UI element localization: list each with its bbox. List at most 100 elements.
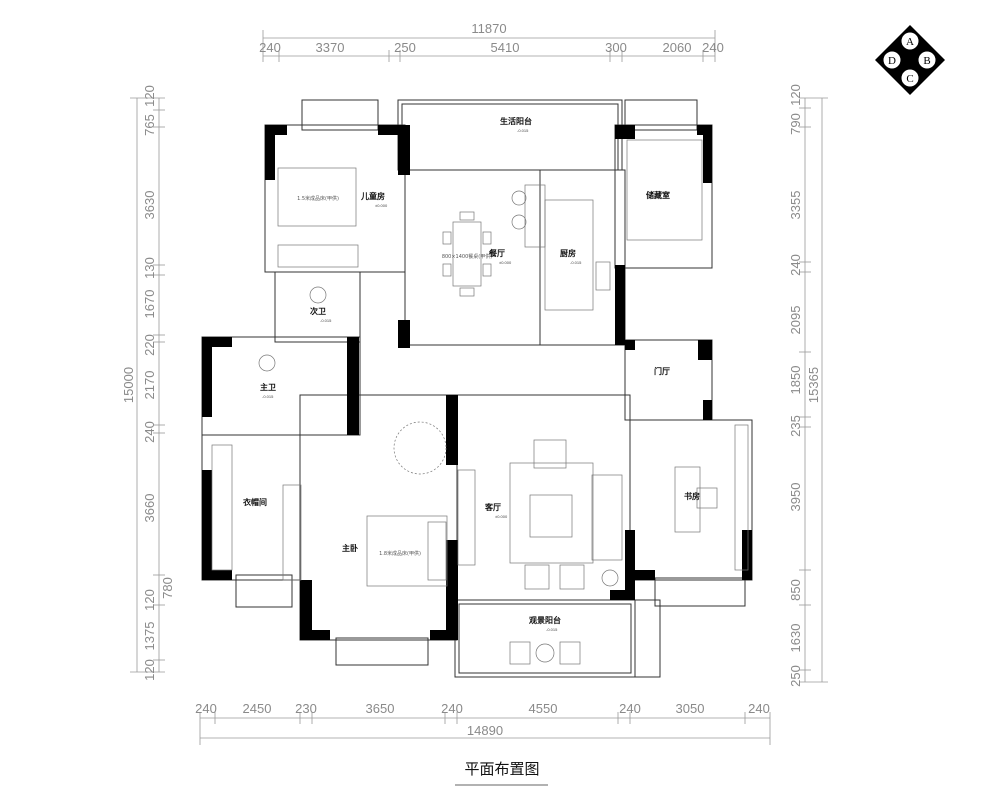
dim-bottom: 240	[619, 701, 641, 716]
dim-right-total: 15365	[806, 367, 821, 403]
dim-bottom: 240	[195, 701, 217, 716]
room-label-living-room: 客厅	[484, 502, 501, 512]
dim-right: 235	[788, 415, 803, 437]
elevation-label: ±0.000	[495, 514, 508, 519]
bottom-dimensions: 240 2450 230 3650 240 4550 240 3050 240 …	[195, 701, 771, 745]
dim-bottom: 3050	[676, 701, 705, 716]
structural-walls	[202, 125, 752, 640]
drawing-title: 平面布置图	[464, 760, 539, 778]
dim-right: 1850	[788, 366, 803, 395]
room-label-storage: 储藏室	[645, 190, 670, 200]
dim-bottom: 2450	[243, 701, 272, 716]
closet-cabinet	[211, 444, 233, 571]
dim-right: 240	[788, 254, 803, 276]
dim-left: 220	[142, 334, 157, 356]
dim-top: 2060	[663, 40, 692, 55]
living-sofa-set	[509, 439, 623, 590]
balcony-table	[535, 643, 555, 663]
dim-bottom: 230	[295, 701, 317, 716]
left-dimensions: 120 765 3630 130 1670 220 2170 240 3660 …	[121, 85, 175, 681]
room-label-master-bedroom: 主卧	[342, 543, 358, 553]
bar-stool	[511, 190, 527, 206]
compass-label-a: A	[906, 36, 914, 48]
dim-right: 1630	[788, 624, 803, 653]
dim-left: 3660	[142, 494, 157, 523]
bookshelf	[734, 424, 749, 571]
interior-walls	[201, 124, 753, 641]
dim-left: 1670	[142, 290, 157, 319]
compass-icon: A B C D	[875, 25, 945, 95]
desk-chair	[696, 487, 718, 509]
dim-top: 240	[259, 40, 281, 55]
tv-cabinet	[457, 469, 476, 566]
dining-table: 800×1400餐桌(甲供)	[442, 211, 492, 297]
dim-top: 5410	[491, 40, 520, 55]
dim-left: 240	[142, 421, 157, 443]
balconies-and-bays	[235, 99, 746, 678]
elevation-label: ±0.000	[499, 260, 512, 265]
dim-top: 3370	[316, 40, 345, 55]
desk	[674, 466, 701, 533]
elevation-label: ±0.000	[375, 203, 388, 208]
dim-right: 790	[788, 113, 803, 135]
compass-label-d: D	[888, 55, 896, 67]
room-label-utility-balcony: 生活阳台	[500, 116, 532, 126]
room-label-second-bath: 次卫	[310, 306, 326, 316]
kitchen-counter	[544, 199, 594, 311]
dim-top: 240	[702, 40, 724, 55]
bar-stool	[511, 214, 527, 230]
right-dimensions: 120 790 3355 240 2095 1850 235 3950 850 …	[788, 84, 828, 687]
dim-bottom: 240	[748, 701, 770, 716]
kids-bed: 1.5米成品床(甲供)	[277, 167, 357, 227]
room-label-dining: 餐厅	[488, 248, 505, 258]
dim-bottom: 4550	[529, 701, 558, 716]
dim-right: 2095	[788, 306, 803, 335]
compass-label-c: C	[906, 73, 913, 85]
elevation-label: -0.015	[262, 394, 274, 399]
room-label-view-balcony: 观景阳台	[529, 615, 561, 625]
elevation-label: -0.015	[320, 318, 332, 323]
room-label-walk-in-closet: 衣帽间	[243, 497, 267, 507]
dim-left: 1375	[142, 622, 157, 651]
room-label-foyer: 门厅	[654, 366, 670, 376]
dim-left: 120	[142, 589, 157, 611]
balcony-chair	[509, 641, 531, 665]
dim-left: 120	[142, 85, 157, 107]
dim-bottom: 3650	[366, 701, 395, 716]
elevation-label: -0.015	[546, 627, 558, 632]
balcony-chair	[559, 641, 581, 665]
dining-table-label: 800×1400餐桌(甲供)	[442, 253, 492, 260]
toilet-icon	[258, 354, 276, 372]
dim-top: 250	[394, 40, 416, 55]
compass-label-b: B	[923, 55, 930, 67]
dim-left: 3630	[142, 191, 157, 220]
room-labels: 儿童房 生活阳台 餐厅 厨房 储藏室 次卫 主卫 门厅 衣帽间 主卧 客厅 书房…	[243, 116, 700, 632]
wardrobe	[277, 244, 359, 268]
dim-left: 130	[142, 257, 157, 279]
dim-left-total: 15000	[121, 367, 136, 403]
dim-right: 120	[788, 84, 803, 106]
master-bed: 1.8米成品床(甲供)	[366, 515, 448, 587]
top-dimensions: 11870 240 3370 250 5410 300 2060 240	[259, 21, 724, 62]
dim-bottom-total: 14890	[467, 723, 503, 738]
dim-left: 765	[142, 114, 157, 136]
room-label-master-bath: 主卫	[260, 382, 276, 392]
room-label-kitchen: 厨房	[560, 248, 576, 258]
bar-counter	[524, 184, 546, 248]
room-label-kids-room: 儿童房	[360, 191, 385, 201]
dim-right: 3355	[788, 191, 803, 220]
dim-right: 3950	[788, 483, 803, 512]
master-bed-label: 1.8米成品床(甲供)	[379, 550, 421, 557]
dim-left: 2170	[142, 371, 157, 400]
lounge-chair	[393, 421, 447, 475]
stove-icon	[595, 261, 611, 291]
room-label-study: 书房	[684, 491, 700, 501]
kids-bed-label: 1.5米成品床(甲供)	[297, 195, 339, 202]
toilet-icon	[309, 286, 327, 304]
dim-left: 120	[142, 659, 157, 681]
closet-cabinet	[282, 484, 302, 581]
dim-right: 250	[788, 665, 803, 687]
dim-top: 300	[605, 40, 627, 55]
dim-left: 780	[160, 577, 175, 599]
